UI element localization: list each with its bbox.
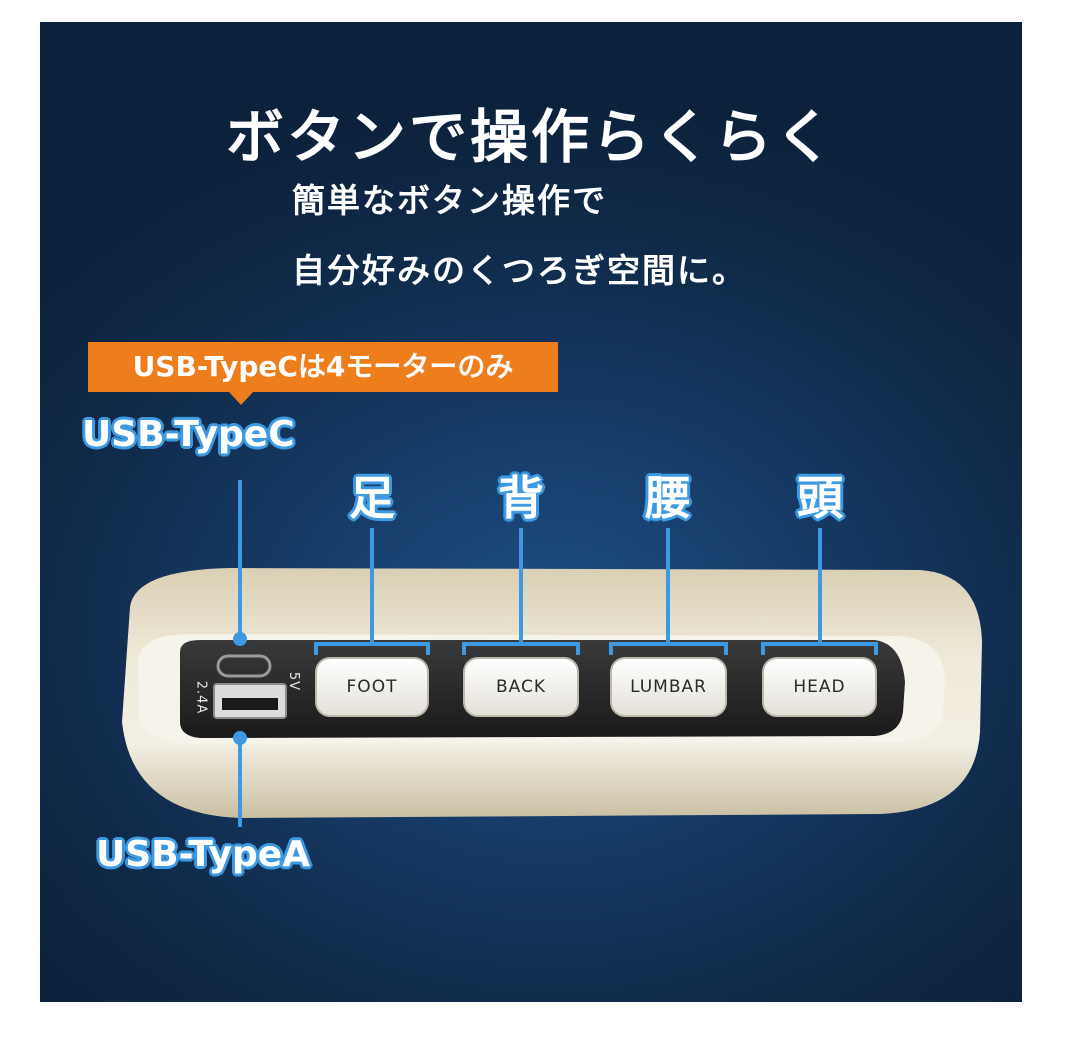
usb-c-callout: USB-TypeC — [82, 414, 295, 455]
usb-c-port — [216, 654, 272, 678]
foot-callout: 足 — [349, 471, 395, 525]
lumbar-button-label[interactable]: LUMBAR — [630, 677, 707, 697]
back-button-label[interactable]: BACK — [495, 677, 546, 697]
foot-button-label[interactable]: FOOT — [346, 677, 398, 697]
usb-c-note-badge: USB-TypeCは4モーターのみ — [88, 342, 558, 392]
page-title: ボタンで操作らくらく — [225, 103, 836, 171]
usb-a-callout: USB-TypeA — [96, 834, 311, 875]
lumbar-button[interactable] — [610, 657, 727, 717]
remote-controller — [122, 480, 982, 827]
port-voltage-label: 5V — [286, 671, 302, 692]
head-button-label[interactable]: HEAD — [793, 677, 846, 697]
usb-c-pointer-dot — [233, 632, 247, 646]
usb-a-pointer-dot — [233, 731, 247, 745]
product-panel: ボタンで操作らくらく 簡単なボタン操作で 自分好みのくつろぎ空間に。 USB-T… — [40, 22, 1022, 1002]
head-callout: 頭 — [797, 471, 843, 525]
port-current-label: 2.4A — [193, 680, 209, 715]
back-button[interactable] — [463, 657, 579, 717]
subtitle-line-1: 簡単なボタン操作で — [292, 181, 607, 220]
head-button[interactable] — [762, 657, 877, 717]
lumbar-callout: 腰 — [645, 471, 691, 525]
badge-pointer — [228, 391, 254, 405]
foot-button[interactable] — [315, 657, 429, 717]
button-brackets — [238, 480, 878, 827]
subtitle-line-2: 自分好みのくつろぎ空間に。 — [292, 251, 747, 290]
back-callout: 背 — [498, 471, 544, 525]
usb-a-slot — [222, 698, 278, 710]
